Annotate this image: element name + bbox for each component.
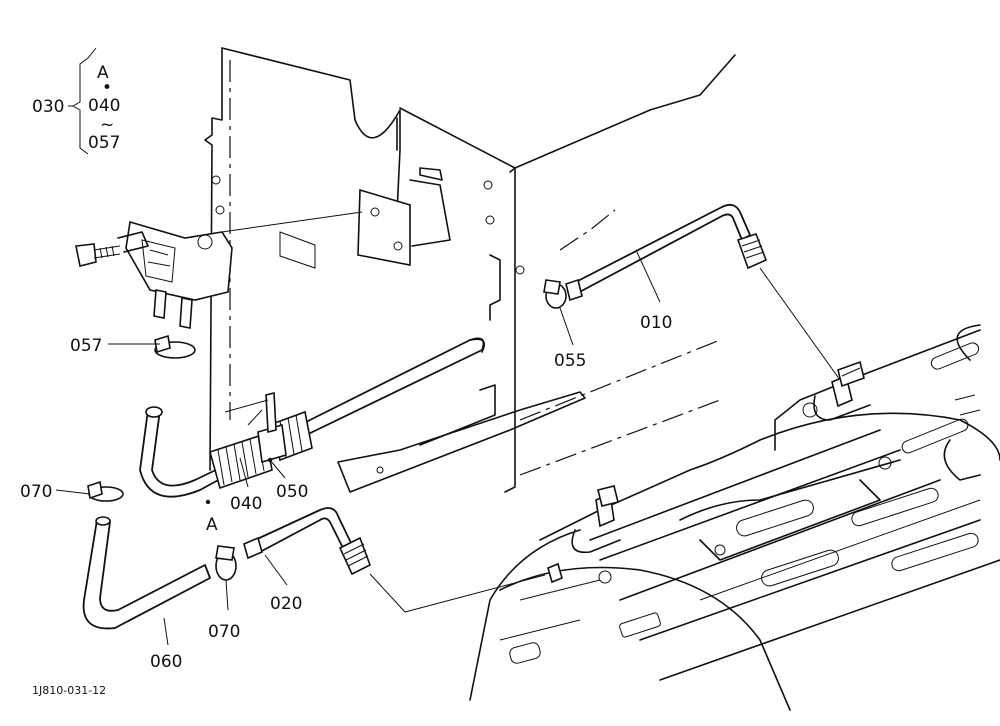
label-a: A — [206, 515, 218, 535]
label-010: 010 — [640, 313, 672, 333]
label-070-left: 070 — [20, 482, 52, 502]
label-060: 060 — [150, 652, 182, 672]
label-055: 055 — [554, 351, 586, 371]
label-020: 020 — [270, 594, 302, 614]
label-group-057: 057 — [88, 133, 120, 153]
drawing-number: 1J810-031-12 — [32, 684, 106, 697]
pipe-020 — [243, 507, 371, 576]
hose-040 — [139, 337, 486, 498]
label-050: 050 — [276, 482, 308, 502]
sensor-block — [75, 211, 363, 329]
mounting-bracket — [204, 47, 736, 493]
protector-050 — [209, 391, 313, 490]
group-bracket-030 — [68, 47, 97, 155]
clamp-070-left — [87, 480, 124, 502]
dpf-muffler — [469, 324, 1000, 711]
hose-060 — [82, 516, 211, 630]
label-070-bottom: 070 — [208, 622, 240, 642]
clamp-055 — [543, 279, 567, 309]
clamp-070-bottom — [215, 545, 237, 581]
label-040: 040 — [230, 494, 262, 514]
label-group-tilde: ~ — [100, 115, 114, 135]
clamp-057 — [154, 334, 196, 359]
label-group-dot: • — [102, 78, 112, 98]
label-group-a: A — [97, 63, 109, 83]
pipe-010 — [565, 203, 768, 302]
label-057: 057 — [70, 336, 102, 356]
label-030: 030 — [32, 97, 64, 117]
leader-lines — [55, 249, 661, 646]
point-a-marker — [205, 499, 211, 505]
label-group-040: 040 — [88, 96, 120, 116]
